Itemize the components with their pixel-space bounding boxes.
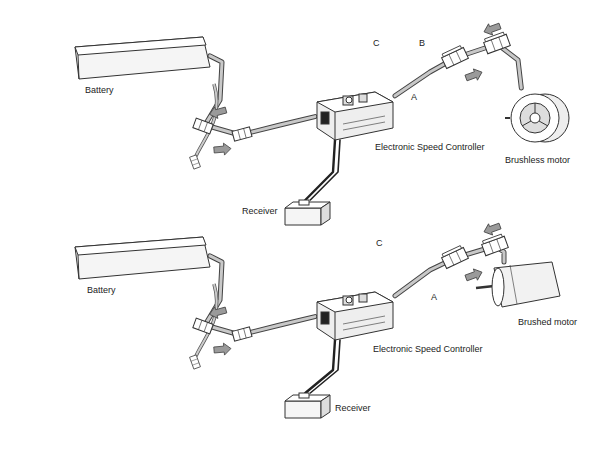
brushed-motor: Brushed motor xyxy=(490,262,560,307)
speed-controller-outline xyxy=(315,88,395,140)
battery-pack: Battery xyxy=(75,37,210,79)
receiver-box: Receiver xyxy=(285,200,330,225)
wire-connector xyxy=(305,140,340,200)
part-name: Brushless motor xyxy=(505,155,570,166)
wire-letter: A xyxy=(410,92,418,103)
battery-pack-outline xyxy=(75,37,210,79)
plug-arrow xyxy=(208,304,228,320)
plug-arrow xyxy=(213,143,231,156)
esc-plug xyxy=(232,127,252,141)
balance-plug xyxy=(190,155,201,169)
speed-controller-outline xyxy=(315,288,395,340)
part-name: Receiver xyxy=(335,403,371,414)
battery-plug xyxy=(193,118,213,134)
plug-arrow xyxy=(464,67,484,84)
wire-connector xyxy=(395,44,521,96)
plug-arrow xyxy=(482,220,502,237)
brushless-motor: Brushless motor xyxy=(505,88,570,143)
wire-letter: B xyxy=(418,38,426,49)
wire-letter: A xyxy=(430,292,438,303)
battery-plug xyxy=(193,318,213,334)
wire-letter: C xyxy=(372,38,381,49)
receiver-box: Receiver xyxy=(285,393,330,415)
esc-motor-plug xyxy=(440,245,468,269)
plug-arrow xyxy=(464,267,484,284)
wire-connector xyxy=(305,340,340,393)
wire-connector xyxy=(205,256,315,335)
plug-arrow xyxy=(482,20,502,37)
part-name: Brushed motor xyxy=(518,317,577,328)
esc-plug xyxy=(232,327,252,341)
speed-controller: Electronic Speed Controller xyxy=(315,88,395,140)
balance-plug xyxy=(190,355,201,369)
plug-arrow xyxy=(208,104,228,120)
battery-pack: Battery xyxy=(75,237,210,279)
part-name: Battery xyxy=(85,85,114,96)
esc-motor-plug xyxy=(440,45,468,69)
part-name: Receiver xyxy=(242,206,278,217)
speed-controller: Electronic Speed Controller xyxy=(315,288,395,340)
part-name: Electronic Speed Controller xyxy=(373,344,483,355)
receiver-box-outline xyxy=(285,393,330,415)
receiver-box-outline xyxy=(285,200,330,225)
motor-plug xyxy=(481,233,509,255)
part-name: Battery xyxy=(87,285,116,296)
part-name: Electronic Speed Controller xyxy=(375,142,485,153)
brushed-motor-outline xyxy=(490,262,560,307)
motor-plug xyxy=(483,31,511,53)
plug-arrow xyxy=(213,343,231,356)
wire-connector xyxy=(205,56,315,135)
brushless-motor-outline xyxy=(505,88,570,143)
battery-pack-outline xyxy=(75,237,210,279)
wire-letter: C xyxy=(375,238,384,249)
